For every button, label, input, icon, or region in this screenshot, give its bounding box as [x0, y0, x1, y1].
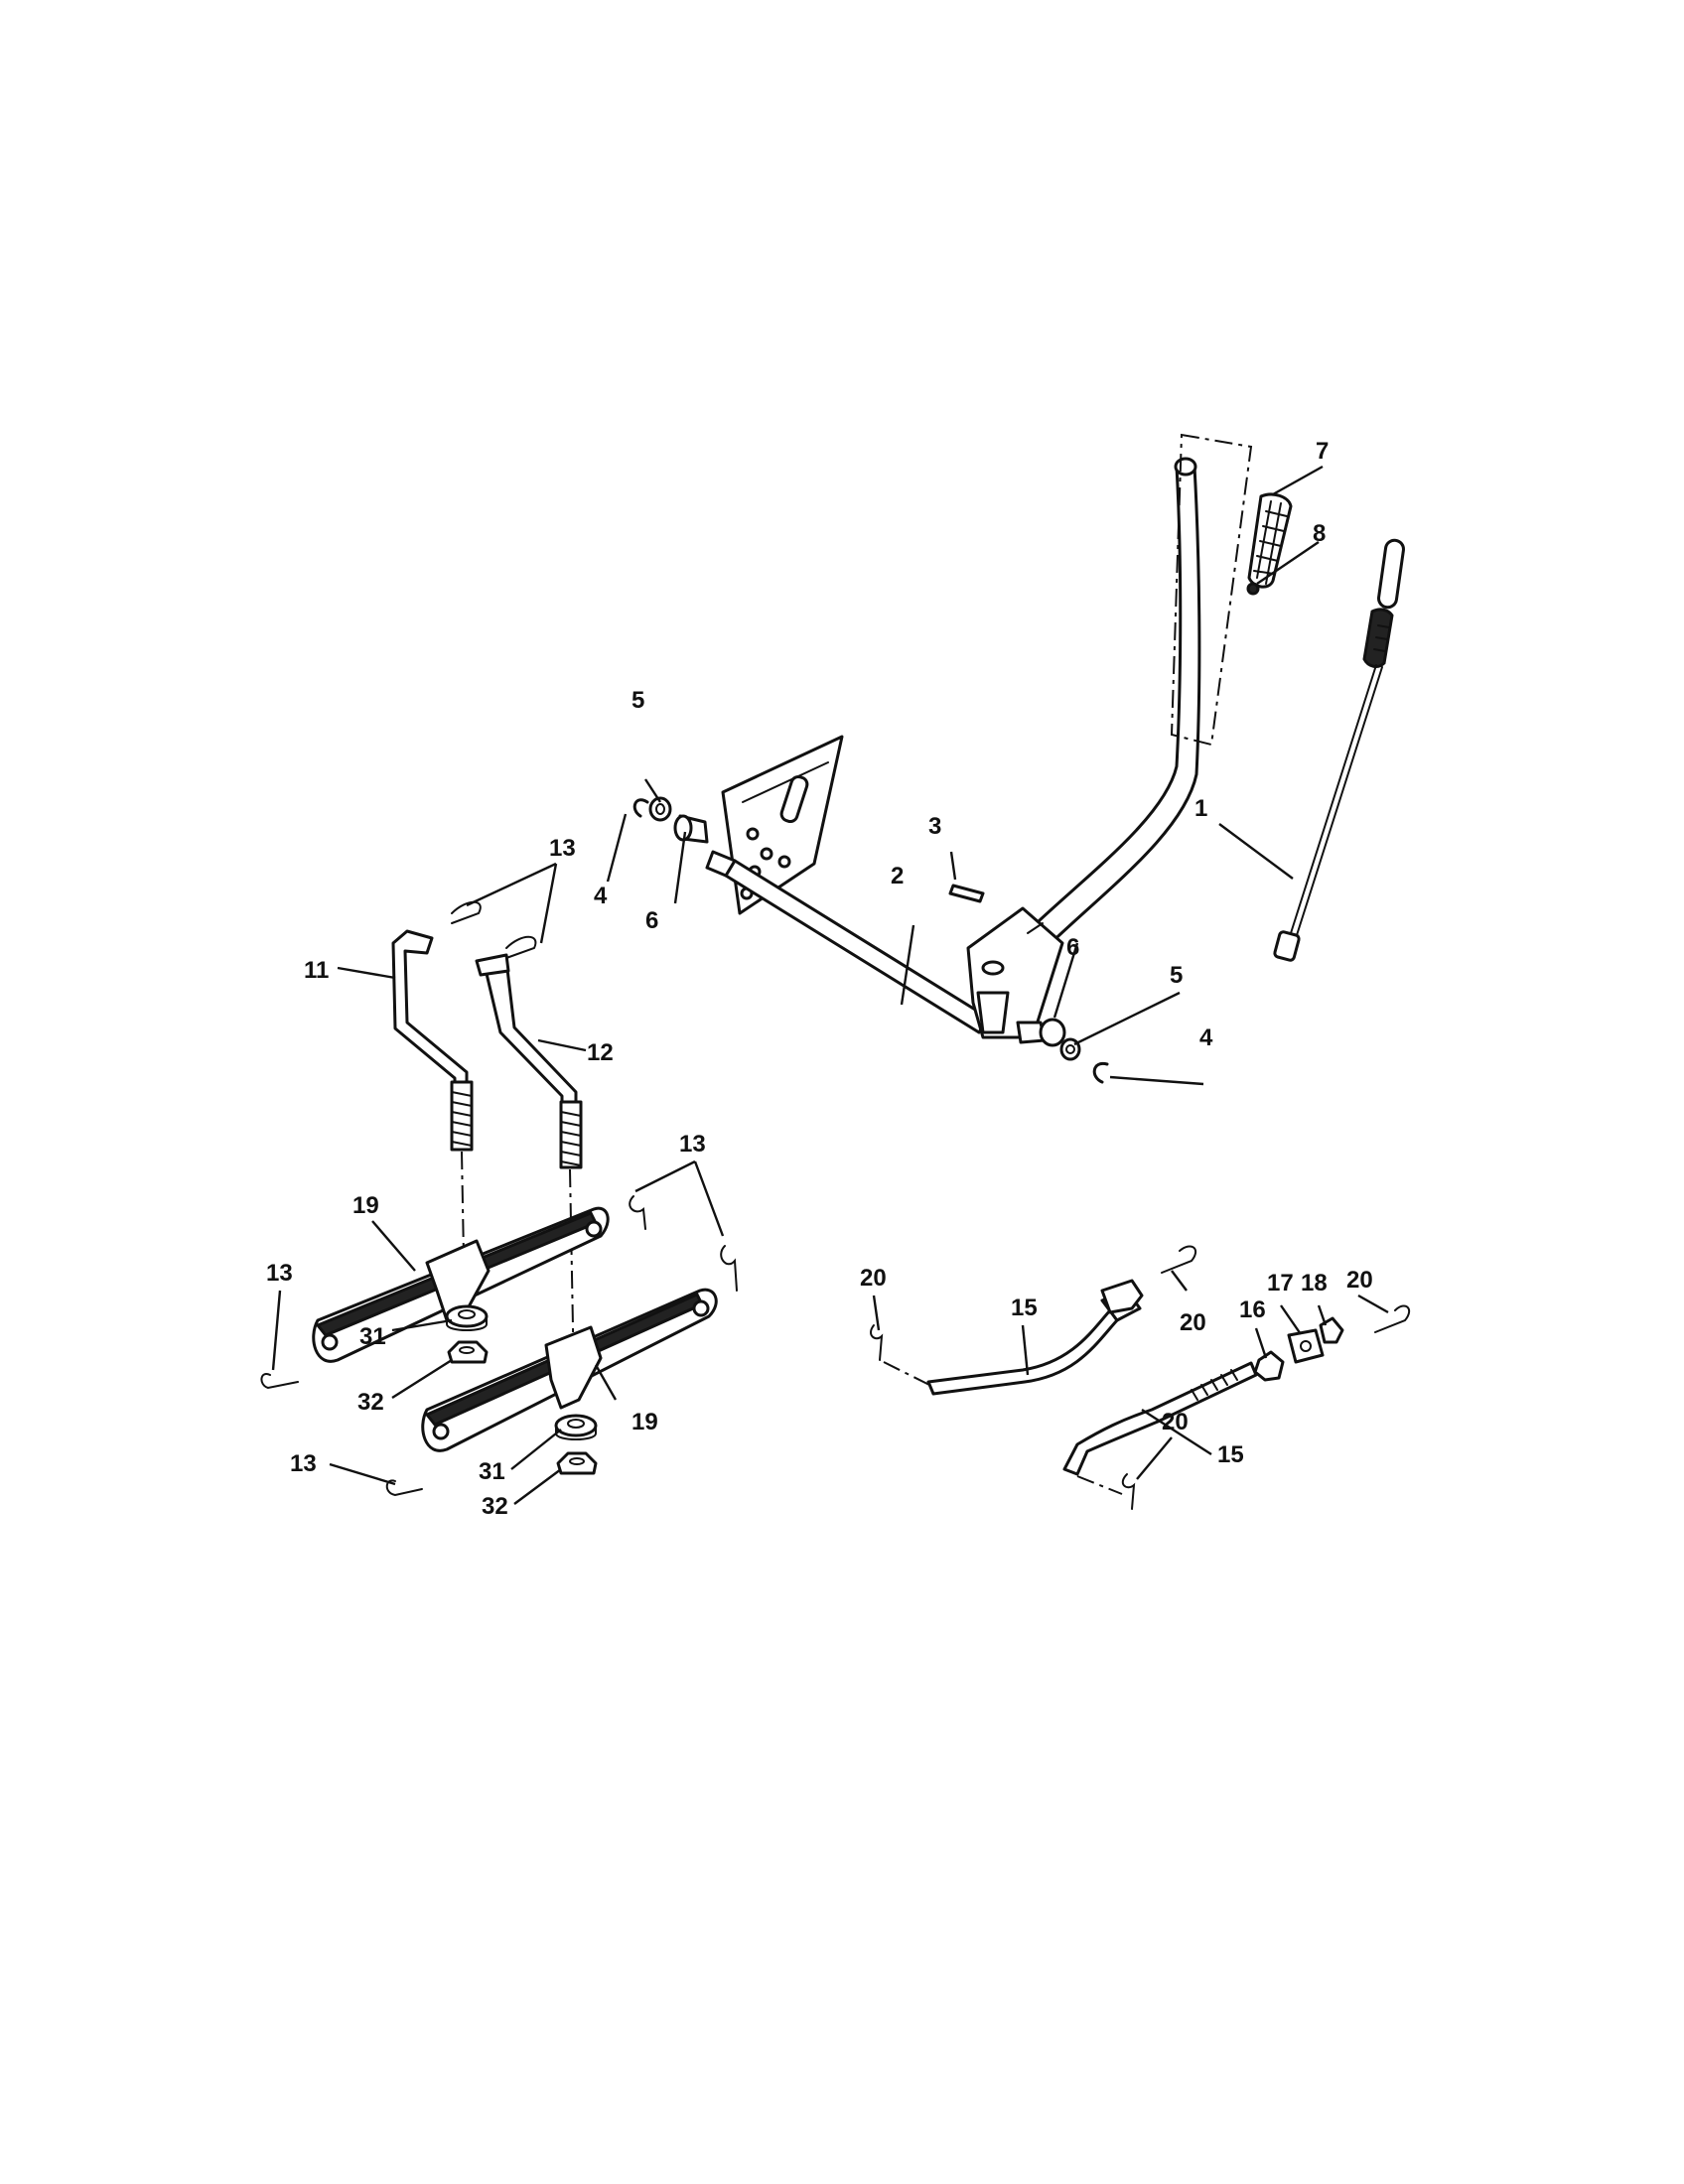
nut-32-upper — [447, 1340, 489, 1364]
centerline-rod-upper — [883, 1361, 932, 1387]
grip-ball — [1246, 582, 1260, 596]
callout-15-upper: 15 — [1011, 1295, 1038, 1321]
callout-6-left: 6 — [645, 907, 658, 934]
callout-12: 12 — [587, 1039, 614, 1066]
hairpin-20-left — [870, 1324, 884, 1361]
callout-15-lower: 15 — [1217, 1441, 1244, 1468]
callout-4-right: 4 — [1199, 1024, 1213, 1051]
callout-13-left: 13 — [266, 1260, 293, 1287]
lift-link-11 — [391, 929, 474, 1152]
handle-grip — [1247, 492, 1293, 589]
callout-11: 11 — [304, 957, 329, 984]
callout-32-lower: 32 — [482, 1493, 508, 1520]
left-clip-4 — [632, 798, 649, 818]
callout-4-left: 4 — [594, 883, 608, 909]
callout-6-right: 6 — [1066, 934, 1079, 961]
lift-handle — [966, 457, 1201, 1039]
callout-20-bottom: 20 — [1162, 1409, 1189, 1435]
adjust-rod-15-lower — [1062, 1361, 1258, 1476]
trunnion-17 — [1287, 1328, 1325, 1364]
right-clip-4 — [1092, 1061, 1109, 1084]
leader-lines — [271, 465, 1389, 1505]
hairpin-20-right — [1374, 1304, 1411, 1333]
callout-5-right: 5 — [1170, 962, 1183, 989]
lift-arm-upper — [312, 1206, 610, 1363]
callout-32-upper: 32 — [357, 1389, 384, 1416]
centerline-left — [461, 1151, 466, 1311]
left-washer-5 — [648, 796, 672, 822]
right-bushing-6 — [1016, 1018, 1066, 1047]
callout-31-upper: 31 — [359, 1323, 386, 1350]
left-bushing-6 — [673, 814, 709, 844]
callout-16: 16 — [1239, 1297, 1266, 1323]
callout-20-left: 20 — [860, 1265, 887, 1292]
nut-16 — [1253, 1350, 1285, 1382]
centerline-rod-lower — [1076, 1475, 1123, 1495]
lift-link-12 — [475, 953, 583, 1169]
callout-13-top: 13 — [549, 835, 576, 862]
callout-2: 2 — [891, 863, 904, 889]
callout-1: 1 — [1194, 795, 1207, 822]
callout-31-lower: 31 — [479, 1458, 505, 1485]
callout-13-mid: 13 — [679, 1131, 706, 1158]
mounting-plate — [721, 735, 844, 915]
callout-5-left: 5 — [632, 687, 644, 714]
callout-20-right: 20 — [1346, 1267, 1373, 1294]
hairpin-13-bottom — [385, 1479, 423, 1497]
callout-7: 7 — [1316, 438, 1329, 465]
callout-labels: 1 2 3 4 4 5 5 6 6 7 8 11 12 13 13 13 13 … — [266, 438, 1373, 1520]
washer-31-upper — [445, 1304, 489, 1331]
hairpin-13-mid-a — [629, 1195, 646, 1230]
hairpin-13-top-a — [451, 900, 482, 924]
lift-cable — [1273, 538, 1405, 962]
callout-17: 17 — [1267, 1270, 1294, 1297]
lift-arm-lower — [421, 1288, 718, 1452]
callout-13-bottom: 13 — [290, 1450, 317, 1477]
callout-8: 8 — [1313, 520, 1326, 547]
hairpin-20-rod-upper — [1161, 1245, 1197, 1274]
nut-32-lower — [556, 1451, 598, 1475]
callout-18: 18 — [1301, 1270, 1328, 1297]
key-pin — [948, 884, 985, 903]
adjust-rod-15-upper — [926, 1279, 1144, 1396]
handle-extension-outline — [1170, 433, 1253, 747]
hairpin-20-bottom — [1121, 1473, 1136, 1510]
washer-31-lower — [554, 1414, 598, 1440]
hairpin-13-mid-b — [720, 1245, 738, 1292]
callout-20-rod: 20 — [1180, 1309, 1206, 1336]
callout-19-upper: 19 — [352, 1192, 379, 1219]
hairpin-13-top-b — [505, 935, 537, 959]
callout-19-lower: 19 — [632, 1409, 658, 1435]
callout-3: 3 — [928, 813, 941, 840]
hairpin-13-left — [260, 1373, 299, 1390]
cross-shaft — [705, 850, 990, 1034]
